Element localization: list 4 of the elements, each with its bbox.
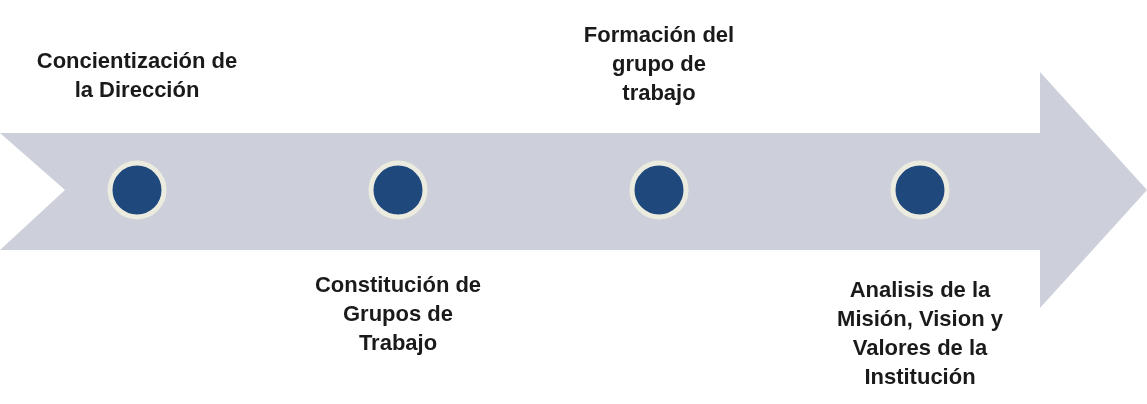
milestone-caption: Analisis de la Misión, Vision y Valores de la Institución <box>836 276 1004 391</box>
milestone-caption: Formación del grupo de trabajo <box>582 21 736 107</box>
milestone-caption: Constitución de Grupos de Trabajo <box>313 271 483 357</box>
milestone-caption: Concientización de la Dirección <box>35 47 239 104</box>
